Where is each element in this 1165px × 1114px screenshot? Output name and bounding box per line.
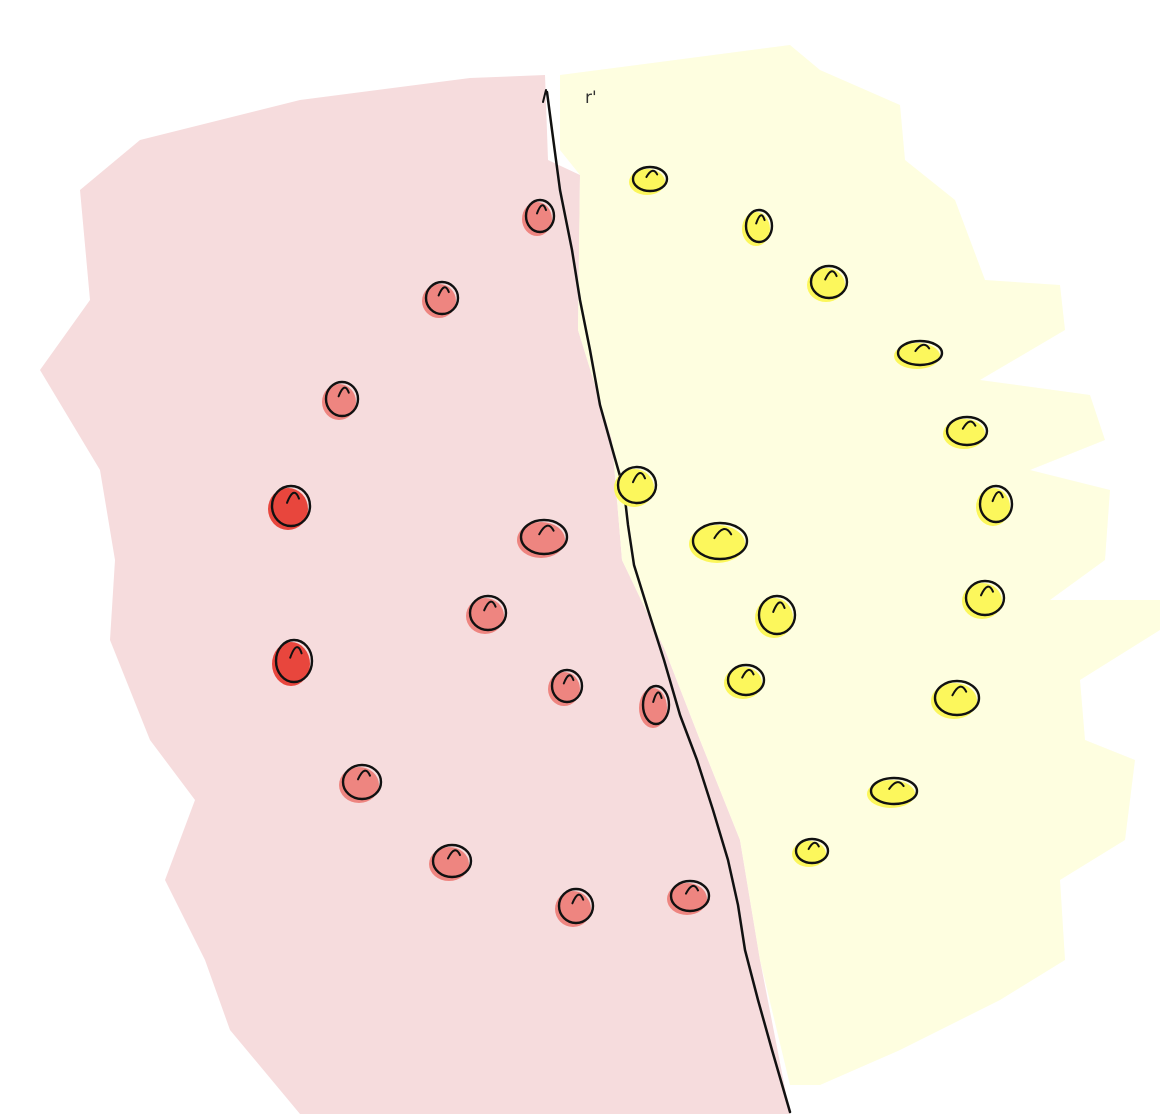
yellow-point xyxy=(689,521,749,563)
right-region-fill xyxy=(560,45,1160,1085)
left-region-fill xyxy=(40,75,790,1114)
yellow-point-curl xyxy=(961,420,977,430)
red-point-curl xyxy=(652,691,663,703)
red-point-outline xyxy=(524,198,556,234)
left-region-red xyxy=(40,75,790,1114)
red-point-outline xyxy=(641,684,671,726)
red-point-outline xyxy=(270,484,312,528)
red-point-curl xyxy=(685,884,699,895)
red-point-outline xyxy=(274,638,314,684)
red-point-curl xyxy=(571,893,585,905)
yellow-point xyxy=(724,663,766,699)
yellow-point-outline xyxy=(945,415,989,447)
red-point-outline xyxy=(468,594,508,632)
red-point xyxy=(517,518,569,558)
decision-boundary-line xyxy=(545,90,792,1114)
yellow-point-outline xyxy=(794,837,830,865)
yellow-point xyxy=(943,415,989,449)
yellow-point xyxy=(742,208,774,246)
yellow-point xyxy=(807,264,849,302)
yellow-point xyxy=(792,837,830,867)
yellow-point-curl xyxy=(772,601,786,613)
yellow-point xyxy=(931,679,981,719)
red-point-curl xyxy=(538,524,555,536)
right-region-yellow xyxy=(560,45,1160,1085)
yellow-point-curl xyxy=(824,270,838,281)
red-points-group xyxy=(268,198,711,927)
yellow-point-outline xyxy=(809,264,849,300)
red-point-curl xyxy=(357,769,371,781)
red-point-curl xyxy=(447,849,461,860)
yellow-point-curl xyxy=(991,491,1004,503)
yellow-point-curl xyxy=(951,685,968,697)
red-point-outline xyxy=(669,879,711,913)
red-point-curl xyxy=(437,286,450,297)
red-point-curl xyxy=(483,600,497,612)
red-point xyxy=(339,763,383,803)
red-point-curl xyxy=(337,386,350,398)
red-point xyxy=(322,380,360,420)
yellow-point-curl xyxy=(713,528,733,540)
red-point-curl xyxy=(286,491,300,504)
red-point xyxy=(268,484,312,530)
yellow-point-curl xyxy=(980,585,994,597)
yellow-point xyxy=(867,776,919,808)
yellow-point-curl xyxy=(888,781,905,790)
red-point-curl xyxy=(562,674,575,685)
red-point-outline xyxy=(324,380,360,418)
red-point xyxy=(466,594,508,634)
red-point-curl xyxy=(536,204,547,215)
red-point-outline xyxy=(341,763,383,801)
yellow-point-outline xyxy=(896,339,944,367)
boundary-top-mark: r' xyxy=(585,88,597,108)
red-point-outline xyxy=(431,843,473,879)
yellow-points-group xyxy=(614,165,1014,867)
yellow-point-curl xyxy=(914,343,931,353)
red-point xyxy=(667,879,711,915)
yellow-point-curl xyxy=(755,214,766,225)
yellow-point-outline xyxy=(631,165,669,193)
yellow-point-outline xyxy=(691,521,749,561)
yellow-point xyxy=(755,594,797,638)
yellow-point-outline xyxy=(933,679,981,717)
red-point-outline xyxy=(557,887,595,925)
yellow-point-curl xyxy=(632,472,646,484)
red-point-outline xyxy=(424,280,460,316)
red-point-curl xyxy=(289,646,303,659)
yellow-point-outline xyxy=(616,465,658,505)
yellow-point-curl xyxy=(807,841,820,851)
yellow-point xyxy=(614,465,658,507)
yellow-point-outline xyxy=(757,594,797,636)
yellow-point xyxy=(976,484,1014,526)
red-point xyxy=(272,638,314,686)
red-point-outline xyxy=(550,668,584,704)
yellow-point-curl xyxy=(645,169,659,179)
yellow-point-outline xyxy=(726,663,766,697)
yellow-point-outline xyxy=(964,579,1006,617)
red-point xyxy=(639,684,671,728)
yellow-point xyxy=(894,339,944,369)
yellow-point-outline xyxy=(978,484,1014,524)
yellow-point xyxy=(629,165,669,195)
yellow-point-outline xyxy=(869,776,919,806)
red-point xyxy=(548,668,584,706)
red-point xyxy=(555,887,595,927)
red-point xyxy=(429,843,473,881)
boundary-start-tick xyxy=(542,89,547,103)
red-point xyxy=(422,280,460,318)
yellow-point-outline xyxy=(744,208,774,244)
yellow-point xyxy=(962,579,1006,619)
red-point-outline xyxy=(519,518,569,556)
red-point xyxy=(522,198,556,236)
yellow-point-curl xyxy=(741,668,755,679)
